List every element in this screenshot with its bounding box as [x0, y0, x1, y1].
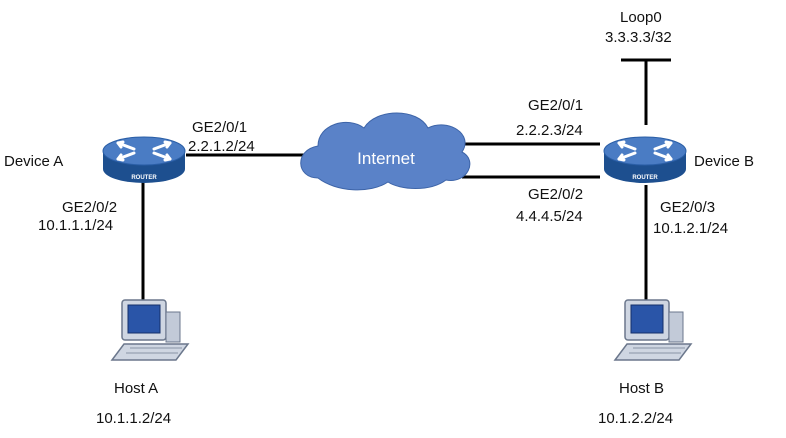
internet-cloud-icon: Internet [300, 112, 471, 191]
b-ge203-ip: 10.1.2.1/24 [653, 220, 728, 237]
device-a-label: Device A [4, 153, 63, 170]
host-b-computer-icon [613, 299, 693, 361]
device-a-router-icon: ROUTER [102, 136, 186, 183]
host-a-label: Host A [114, 380, 158, 397]
host-a-computer-icon [110, 299, 190, 361]
device-b-label: Device B [694, 153, 754, 170]
b-ge202-name: GE2/0/2 [528, 186, 583, 203]
b-ge201-ip: 2.2.2.3/24 [516, 122, 583, 139]
loop0-name: Loop0 [620, 9, 662, 26]
internet-label: Internet [357, 149, 415, 168]
a-ge201-name: GE2/0/1 [192, 119, 247, 136]
host-a-ip: 10.1.1.2/24 [96, 410, 171, 427]
b-ge203-name: GE2/0/3 [660, 199, 715, 216]
links [141, 58, 671, 305]
b-ge202-ip: 4.4.4.5/24 [516, 208, 583, 225]
host-b-ip: 10.1.2.2/24 [598, 410, 673, 427]
a-ge202-ip: 10.1.1.1/24 [38, 217, 113, 234]
a-ge201-ip: 2.2.1.2/24 [188, 138, 255, 155]
host-b-label: Host B [619, 380, 664, 397]
loop0-ip: 3.3.3.3/32 [605, 29, 672, 46]
a-ge202-name: GE2/0/2 [62, 199, 117, 216]
device-b-router-icon: ROUTER [603, 136, 687, 183]
device-b-badge: ROUTER [632, 175, 658, 181]
device-a-badge: ROUTER [131, 175, 157, 181]
b-ge201-name: GE2/0/1 [528, 97, 583, 114]
